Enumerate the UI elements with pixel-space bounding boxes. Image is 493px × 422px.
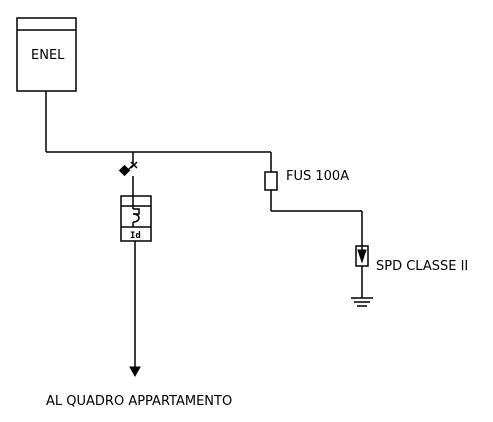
spd-device[interactable] bbox=[355, 245, 369, 298]
rcd-breaker[interactable]: Id bbox=[120, 195, 152, 242]
spd-arrow-icon bbox=[357, 249, 367, 264]
enel-label: ENEL bbox=[31, 48, 65, 63]
apartment-feed bbox=[129, 241, 141, 378]
switch-actuator-icon bbox=[118, 164, 131, 177]
spd-label: SPD CLASSE II bbox=[376, 259, 468, 274]
fuse-branch[interactable] bbox=[264, 152, 363, 246]
rcd-id-label: Id bbox=[130, 231, 141, 241]
fuse-icon bbox=[264, 171, 278, 191]
arrow-down-icon bbox=[129, 366, 141, 378]
magnetic-coil-icon bbox=[132, 213, 140, 223]
main-feed-wiring bbox=[45, 91, 271, 153]
rcd-breaker-box bbox=[120, 195, 152, 242]
earth-ground-icon bbox=[351, 297, 373, 307]
output-label: AL QUADRO APPARTAMENTO bbox=[46, 394, 232, 409]
enel-meter[interactable]: ENEL bbox=[16, 17, 77, 92]
fuse-label: FUS 100A bbox=[286, 169, 349, 184]
disconnector-switch[interactable] bbox=[118, 152, 138, 196]
